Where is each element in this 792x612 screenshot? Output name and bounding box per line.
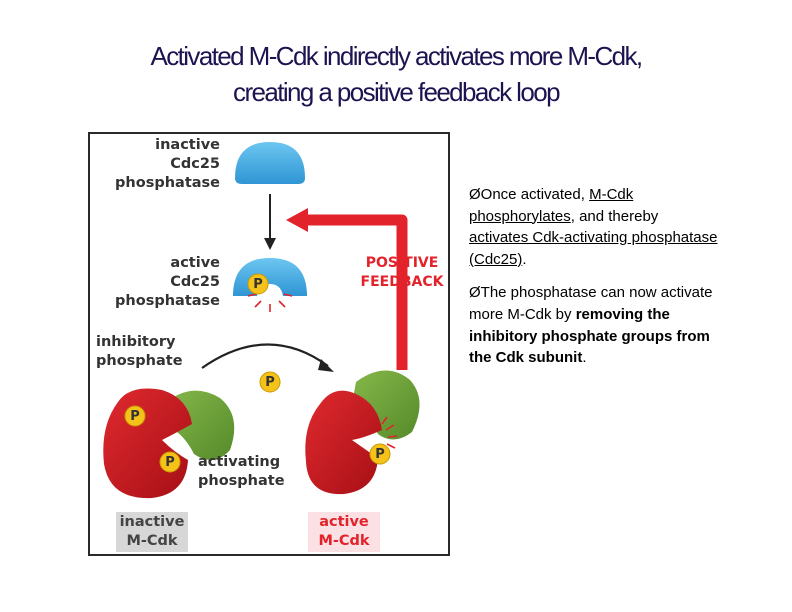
inactive-mcdk-badge: inactive M-Cdk bbox=[116, 512, 188, 552]
bullet-1-term-cdc25: activates Cdk-activating phosphatase (Cd… bbox=[469, 229, 718, 268]
slide-title: Activated M-Cdk indirectly activates mor… bbox=[40, 38, 752, 110]
diagram-graphics bbox=[103, 142, 420, 499]
phosphate-label-active-cdk: P bbox=[375, 447, 385, 462]
activation-arrow-head bbox=[264, 238, 276, 250]
phosphate-label-cdc25: P bbox=[253, 277, 263, 292]
bullet-2-emphasis: removing the inhibitory phosphate groups… bbox=[469, 305, 710, 367]
cdc25-active-site-spikes bbox=[247, 293, 293, 312]
positive-feedback-label: POSITIVE FEEDBACK bbox=[360, 255, 444, 290]
inactive-cdc25-label: inactive Cdc25 phosphatase bbox=[115, 137, 220, 191]
bullet-1-part-3: , and thereby bbox=[570, 207, 659, 225]
positive-feedback-arrow bbox=[306, 214, 408, 370]
reaction-curve-arrow-head bbox=[318, 359, 334, 372]
active-cdc25-shape bbox=[233, 258, 307, 296]
bullet-2-part-3: . bbox=[582, 349, 587, 367]
phosphate-label-released: P bbox=[265, 375, 275, 390]
bullet-1-marker: Ø bbox=[469, 186, 481, 203]
active-mcdk-badge: active M-Cdk bbox=[308, 512, 380, 552]
bullet-1-term-phosphorylates: M-Cdk phosphorylates bbox=[469, 186, 634, 225]
bullet-2: ØThe phosphatase can now activate more M… bbox=[469, 282, 719, 368]
active-cdc25-label: active Cdc25 phosphatase bbox=[115, 255, 220, 309]
inactive-cdc25-shape bbox=[235, 142, 305, 184]
bullet-2-part-1: The phosphatase can now activate more M-… bbox=[469, 284, 713, 323]
inhibitory-phosphate-label: inhibitory phosphate bbox=[96, 334, 183, 369]
explanation-text: ØOnce activated, M-Cdk phosphorylates, a… bbox=[469, 184, 719, 381]
title-line-2: creating a positive feedback loop bbox=[233, 77, 560, 107]
phosphate-label-activating: P bbox=[165, 455, 175, 470]
title-line-1: Activated M-Cdk indirectly activates mor… bbox=[150, 41, 643, 71]
active-cyclin-shape bbox=[352, 370, 420, 440]
positive-feedback-arrow-head bbox=[286, 208, 308, 232]
cdk-feedback-diagram: P P P P P inactive Cdc25 phosphatase act… bbox=[88, 132, 450, 556]
bullet-1: ØOnce activated, M-Cdk phosphorylates, a… bbox=[469, 184, 719, 270]
activating-phosphate-circle bbox=[159, 451, 181, 473]
bullet-1-part-5: . bbox=[522, 250, 527, 268]
activating-phosphate-label: activating phosphate bbox=[198, 454, 285, 489]
released-phosphate bbox=[259, 371, 281, 393]
reaction-curve-arrow bbox=[201, 343, 329, 369]
active-cdk-phosphate-circle bbox=[369, 443, 391, 465]
active-cdk-shape bbox=[305, 390, 382, 495]
inhibitory-phosphate-circle bbox=[124, 405, 146, 427]
phosphate-on-active-cdc25 bbox=[247, 273, 269, 295]
phosphate-label-inhibitory: P bbox=[130, 409, 140, 424]
phosphate-circles bbox=[124, 273, 391, 473]
active-cdk-site-spikes bbox=[381, 416, 398, 449]
bullet-2-marker: Ø bbox=[469, 284, 481, 302]
bullet-1-part-1: Once activated, bbox=[480, 186, 590, 203]
inactive-cdk-shape bbox=[103, 388, 192, 499]
